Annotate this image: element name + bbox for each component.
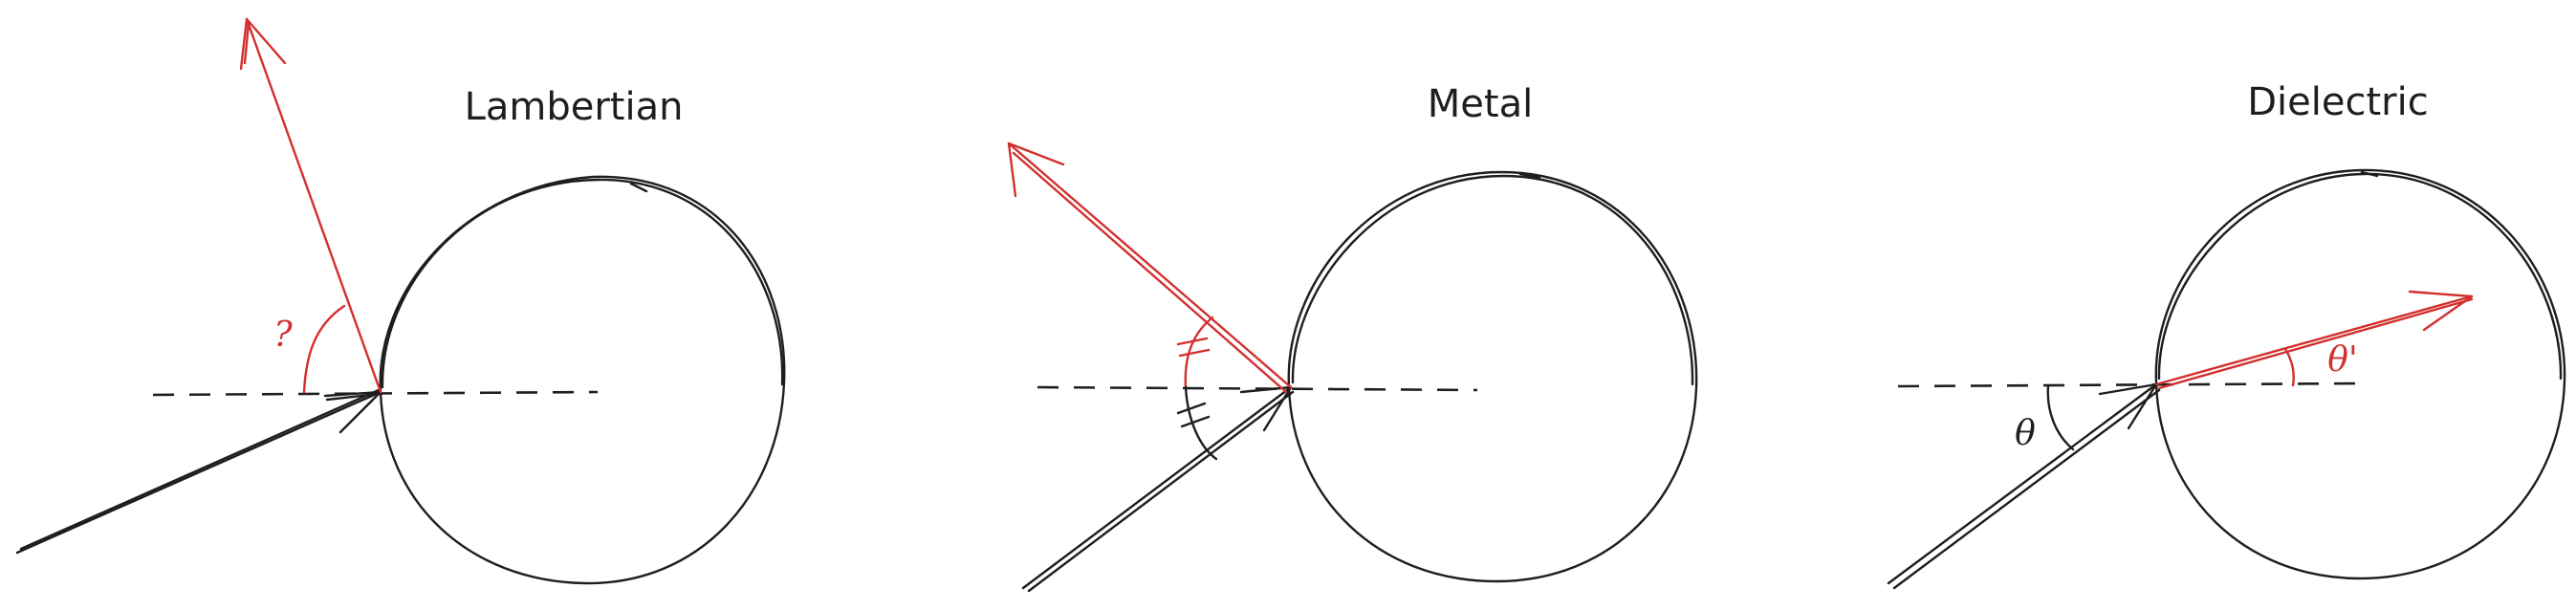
scattered-ray-lambertian	[239, 17, 382, 394]
panel-title-metal: Metal	[1428, 82, 1533, 126]
sphere-metal	[1287, 170, 1698, 583]
incident-ray-metal	[1021, 385, 1295, 593]
angle-label-question: ?	[273, 316, 293, 355]
surface-line-metal	[1037, 385, 1478, 392]
incident-ray-lambertian	[15, 388, 382, 555]
sphere-lambertian	[379, 175, 786, 585]
panel-title-dielectric: Dielectric	[2247, 80, 2428, 124]
reflected-ray-metal	[1007, 142, 1293, 394]
sphere-dielectric	[2154, 168, 2566, 580]
panel-lambertian: Lambertian ?	[15, 17, 786, 585]
panel-dielectric: Dielectric θ θ'	[1887, 80, 2566, 590]
panel-title-lambertian: Lambertian	[465, 85, 684, 129]
refracted-ray-dielectric	[2154, 290, 2474, 390]
incident-angle-arc	[2046, 384, 2075, 451]
refracted-angle-arc	[2283, 347, 2295, 387]
angle-arcs-metal	[1176, 316, 1218, 461]
surface-line-dielectric	[1897, 381, 2363, 388]
incident-angle-label: θ	[2015, 414, 2036, 453]
refracted-angle-label: θ'	[2327, 340, 2358, 380]
panel-metal: Metal	[1007, 82, 1698, 593]
angle-arc-lambertian	[302, 304, 346, 394]
